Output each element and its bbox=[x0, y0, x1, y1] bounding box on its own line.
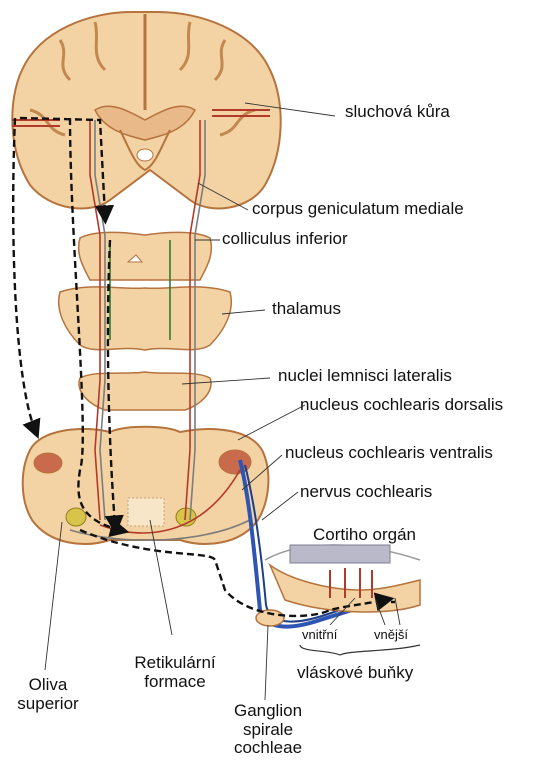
label-hair-cells: vláskové buňky bbox=[297, 664, 413, 683]
label-spiral-ganglion-line3: cochleae bbox=[218, 739, 318, 758]
medulla bbox=[23, 427, 269, 544]
label-spiral-ganglion-line2: spirale bbox=[218, 721, 318, 740]
inferior-colliculus-region bbox=[79, 232, 212, 280]
label-outer: vnější bbox=[374, 628, 408, 642]
label-superior-olive: Oliva superior bbox=[8, 676, 88, 713]
thalamus-region bbox=[59, 287, 232, 350]
label-superior-olive-line1: Oliva bbox=[8, 676, 88, 695]
reticular-formation-area bbox=[128, 498, 164, 526]
superior-olive-left bbox=[66, 508, 86, 526]
label-reticular-formation-line2: formace bbox=[120, 673, 230, 692]
brain-section bbox=[12, 12, 281, 208]
label-spiral-ganglion-line1: Ganglion bbox=[218, 702, 318, 721]
label-auditory-cortex: sluchová kůra bbox=[345, 103, 450, 122]
hair-cells-bracket bbox=[300, 645, 420, 655]
midbrain-block bbox=[59, 232, 232, 410]
label-organ-of-corti: Cortiho orgán bbox=[313, 526, 416, 545]
label-cochlear-nerve: nervus cochlearis bbox=[300, 483, 432, 502]
label-superior-olive-line2: superior bbox=[8, 695, 88, 714]
medulla-section bbox=[23, 427, 269, 544]
organ-of-corti bbox=[265, 545, 420, 612]
label-ventral-cochlear-nucleus: nucleus cochlearis ventralis bbox=[285, 444, 493, 463]
label-spiral-ganglion: Ganglion spirale cochleae bbox=[218, 702, 318, 758]
label-dorsal-cochlear-nucleus: nucleus cochlearis dorsalis bbox=[300, 396, 503, 415]
label-reticular-formation: Retikulární formace bbox=[120, 654, 230, 691]
label-thalamus: thalamus bbox=[272, 300, 341, 319]
label-inner: vnitřní bbox=[302, 628, 337, 642]
label-reticular-formation-line1: Retikulární bbox=[120, 654, 230, 673]
label-medial-geniculate: corpus geniculatum mediale bbox=[252, 200, 464, 219]
label-lateral-lemniscus: nuclei lemnisci lateralis bbox=[278, 367, 452, 386]
label-inferior-colliculus: colliculus inferior bbox=[222, 230, 348, 249]
